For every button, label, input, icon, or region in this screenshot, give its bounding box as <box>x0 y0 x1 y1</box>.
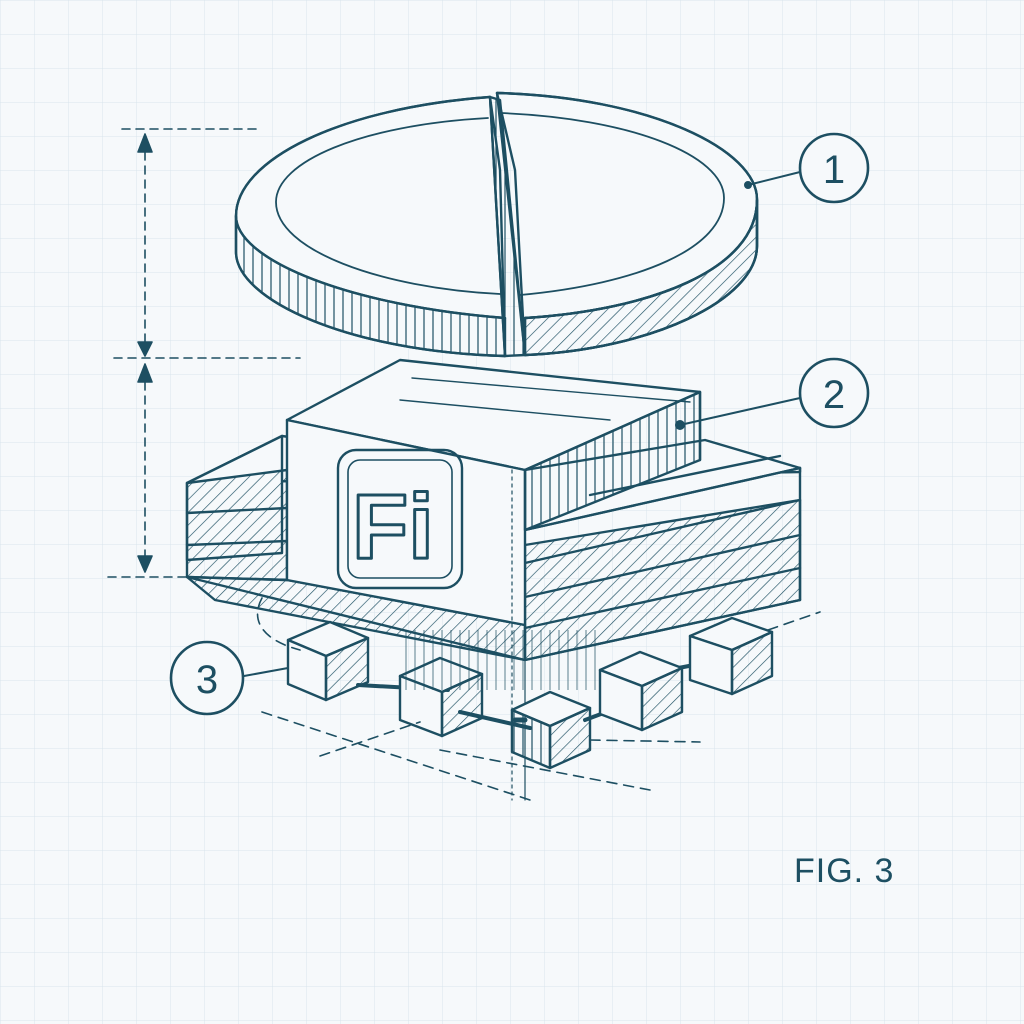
leader-lines <box>243 171 801 677</box>
dimension-lines <box>107 128 301 578</box>
fi-logo: Fi <box>336 448 464 590</box>
cube <box>510 690 592 770</box>
callout-3-number: 3 <box>196 658 218 702</box>
cube <box>688 616 774 696</box>
coin <box>234 91 759 358</box>
callout-1-number: 1 <box>823 148 845 192</box>
cube <box>286 620 370 702</box>
logo-text: Fi <box>352 476 434 578</box>
callout-2-number: 2 <box>823 373 845 417</box>
callout-2: 2 <box>798 357 870 429</box>
figure-label: FIG. 3 <box>794 852 894 890</box>
cube <box>598 650 684 732</box>
cube-chain <box>256 597 821 801</box>
center-block <box>285 358 702 801</box>
callout-3: 3 <box>169 640 245 716</box>
callout-1: 1 <box>798 132 870 204</box>
